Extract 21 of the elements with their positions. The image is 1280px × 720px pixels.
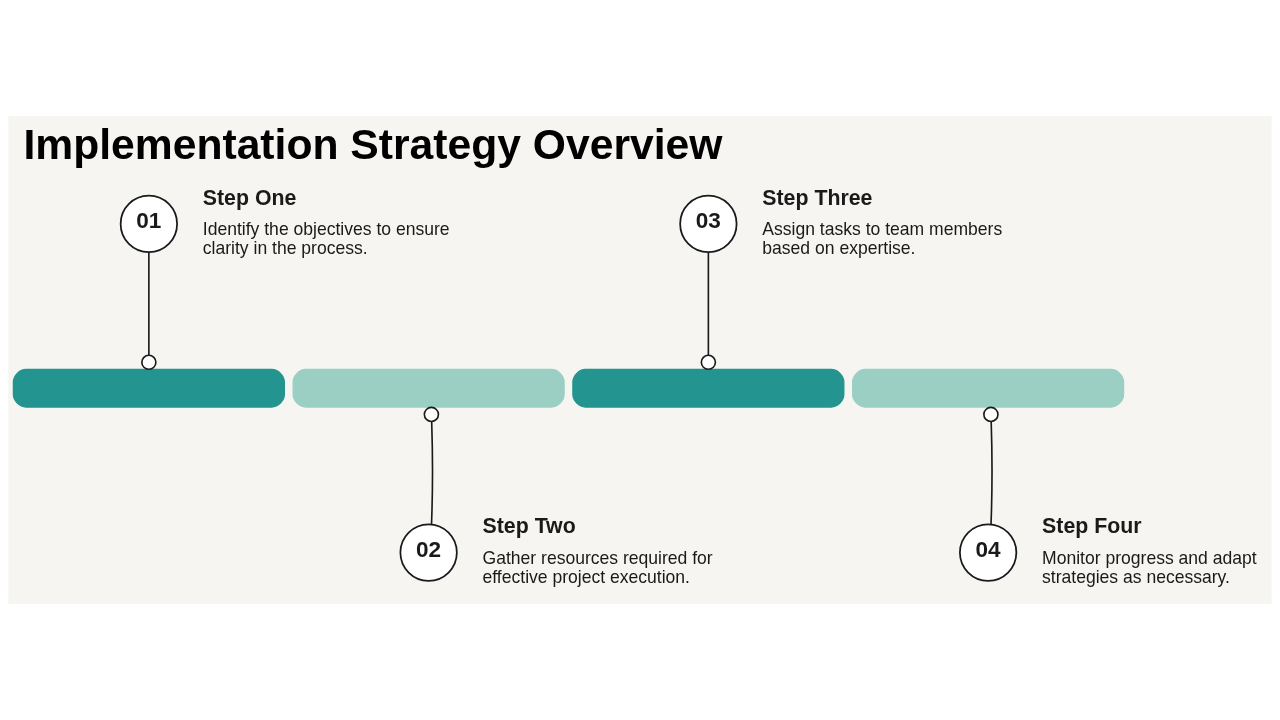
node-label: Step Two bbox=[482, 514, 576, 539]
node-label: Identify the objectives to ensure clarity in the process. bbox=[202, 219, 450, 259]
connector bbox=[700, 251, 717, 371]
node-label: Step Four bbox=[1042, 514, 1142, 539]
connector bbox=[141, 251, 157, 371]
node-label: Step One bbox=[202, 185, 297, 210]
node-circle: 04 bbox=[959, 523, 1018, 582]
node-bar bbox=[292, 368, 565, 408]
connector bbox=[983, 406, 999, 525]
node-circle: 01 bbox=[119, 194, 178, 253]
connector bbox=[423, 406, 440, 525]
node-bar bbox=[572, 368, 845, 408]
node-label: Step Three bbox=[762, 185, 873, 210]
node-circle: 02 bbox=[399, 523, 458, 582]
node-circle: 03 bbox=[679, 194, 738, 253]
node-label: Monitor progress and adapt strategies as necessary. bbox=[1042, 548, 1257, 587]
diagram-title: Implementation Strategy Overview bbox=[23, 119, 723, 168]
node-bar bbox=[852, 368, 1125, 408]
node-label: Assign tasks to team members based on expertise. bbox=[762, 219, 1003, 259]
node-bar bbox=[12, 368, 285, 408]
node-label: Gather resources required for effective project execution. bbox=[482, 548, 713, 587]
